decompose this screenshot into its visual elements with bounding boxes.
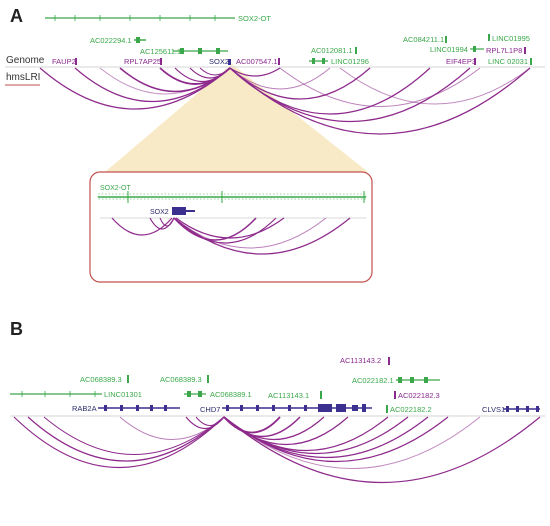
inset-gene-sox2-ot bbox=[97, 191, 367, 203]
arc bbox=[159, 217, 175, 227]
arcs-inset bbox=[111, 217, 351, 255]
arc bbox=[173, 217, 277, 244]
label-chd7: CHD7 bbox=[200, 405, 220, 414]
label-ac007547: AC007547.1 bbox=[236, 57, 278, 66]
gene-rpl7ap25 bbox=[160, 58, 162, 65]
label-ac068389-3a: AC068389.3 bbox=[80, 375, 122, 384]
label-sox2-ot: SOX2-OT bbox=[238, 14, 271, 23]
label-linc01994: LINC01994 bbox=[430, 45, 468, 54]
arc bbox=[229, 67, 281, 77]
arc bbox=[223, 416, 449, 462]
gene-linc01301 bbox=[10, 391, 102, 397]
label-sox2: SOX2 bbox=[209, 57, 229, 66]
gene-ac113143-2 bbox=[388, 357, 390, 365]
arcs-panel-a bbox=[39, 67, 531, 135]
gene-ac022294 bbox=[134, 37, 146, 43]
label-ac113143-1: AC113143.1 bbox=[268, 391, 309, 400]
gene-ac068389-3a bbox=[127, 375, 129, 383]
gene-chd7 bbox=[222, 404, 372, 412]
label-ac022182-1: AC022182.1 bbox=[352, 376, 394, 385]
arc bbox=[99, 67, 231, 95]
label-rpl7l1p8: RPL7L1P8 bbox=[486, 46, 522, 55]
label-linc02031: LINC 02031 bbox=[488, 57, 528, 66]
label-faup2: FAUP2 bbox=[52, 57, 76, 66]
gene-ac022182-3 bbox=[394, 391, 396, 399]
track-label-hmslri: hmsLRI bbox=[6, 72, 40, 83]
track-label-genome: Genome bbox=[6, 55, 45, 66]
arc bbox=[223, 416, 541, 484]
gene-linc01995 bbox=[488, 34, 490, 41]
arc bbox=[279, 67, 481, 107]
arc bbox=[223, 416, 429, 459]
label-eif4e3p3: EIF4EP3 bbox=[446, 57, 476, 66]
arc bbox=[223, 416, 481, 469]
panel-a-letter: A bbox=[10, 6, 23, 26]
label-ac113143-2: AC113143.2 bbox=[340, 356, 381, 365]
gene-sox2 bbox=[228, 59, 231, 65]
arc bbox=[173, 217, 351, 255]
arcs-panel-b bbox=[13, 416, 541, 484]
label-linc01296: LINC01296 bbox=[331, 57, 369, 66]
arc bbox=[173, 217, 327, 249]
zoom-fan bbox=[105, 64, 368, 172]
arc bbox=[339, 67, 531, 105]
arc bbox=[111, 217, 173, 236]
arc bbox=[195, 416, 225, 426]
label-rpl7ap25: RPL7AP25 bbox=[124, 57, 161, 66]
gene-linc01994 bbox=[470, 46, 484, 52]
arc bbox=[43, 416, 225, 455]
arc bbox=[27, 416, 225, 462]
label-rab2a: RAB2A bbox=[72, 404, 97, 413]
arc bbox=[229, 67, 531, 135]
label-linc01995: LINC01995 bbox=[492, 34, 530, 43]
arc bbox=[229, 67, 331, 90]
gene-ac125611 bbox=[173, 48, 228, 54]
gene-ac068389-3b bbox=[207, 375, 209, 383]
label-clvs1: CLVS1 bbox=[482, 405, 505, 414]
gene-sox2-ot bbox=[45, 15, 235, 21]
label-ac022294: AC022294.1 bbox=[90, 36, 132, 45]
label-ac125611: AC125611.1 bbox=[140, 47, 181, 56]
gene-ac012081 bbox=[355, 47, 357, 54]
gene-faup2 bbox=[75, 58, 77, 65]
gene-clvs1 bbox=[503, 406, 540, 412]
label-ac068389-3b: AC068389.3 bbox=[160, 375, 202, 384]
arc bbox=[13, 416, 225, 468]
gene-ac022182-1 bbox=[396, 377, 440, 383]
arc bbox=[175, 217, 285, 239]
gene-linc02031 bbox=[530, 58, 532, 65]
label-ac022182-3: AC022182.3 bbox=[398, 391, 440, 400]
gene-ac084211 bbox=[445, 36, 447, 43]
panel-b-letter: B bbox=[10, 319, 23, 339]
inset-box bbox=[89, 171, 373, 283]
inset-gene-sox2 bbox=[172, 207, 195, 215]
gene-ac022182-2 bbox=[386, 405, 388, 413]
gene-ac007547 bbox=[278, 58, 280, 65]
arc bbox=[229, 67, 371, 100]
inset-label-sox2-ot: SOX2-OT bbox=[100, 185, 131, 192]
inset-label-sox2: SOX2 bbox=[150, 209, 169, 216]
label-ac022182-2: AC022182.2 bbox=[390, 405, 432, 414]
gene-rab2a bbox=[98, 405, 180, 411]
gene-ac068389-1 bbox=[184, 391, 206, 397]
label-ac068389-1: AC068389.1 bbox=[210, 390, 252, 399]
label-linc01301: LINC01301 bbox=[104, 390, 142, 399]
gene-ac113143-1 bbox=[320, 391, 322, 399]
gene-linc01296 bbox=[309, 58, 328, 64]
label-ac084211: AC084211.1 bbox=[403, 35, 444, 44]
gene-eif4e3p3 bbox=[474, 58, 476, 65]
gene-rpl7l1p8 bbox=[524, 47, 526, 54]
label-ac012081: AC012081.1 bbox=[311, 46, 353, 55]
